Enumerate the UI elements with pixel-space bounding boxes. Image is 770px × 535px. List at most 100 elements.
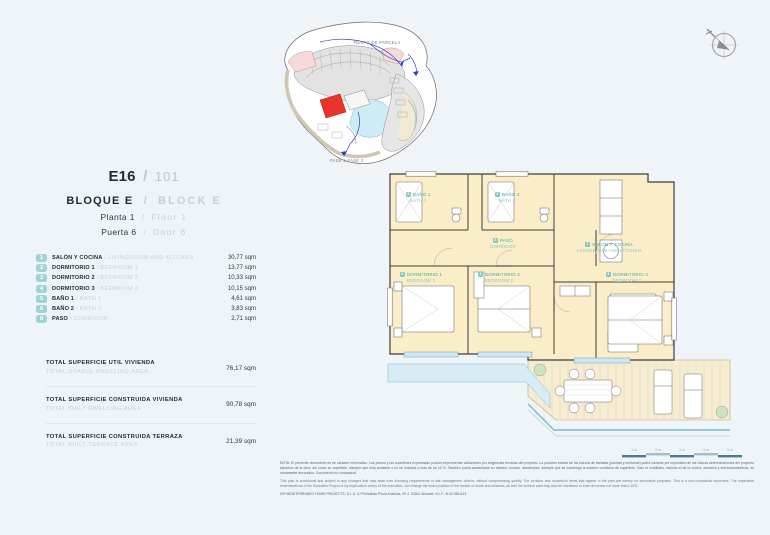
legal-text-en: This plan is provisional and subject to … — [280, 478, 754, 488]
room-separator: / — [76, 295, 78, 302]
room-area: 10,33 sqm — [227, 275, 256, 282]
room-area: 3,83 sqm — [231, 306, 256, 313]
room-separator: / — [96, 275, 99, 282]
plan-tag-es-5: BAÑO 1 — [413, 192, 431, 197]
legal-company-line: DIP MEDITERRANEO HOME PROJECTS, S.L.U. C… — [280, 491, 467, 496]
area-totals-list: TOTAL SUPERFICIE UTIL VIVIENDA TOTAL USAB… — [18, 350, 270, 459]
plan-tag-es-6: BAÑO 2 — [502, 192, 520, 197]
unit-info-panel: E16 / 101 BLOQUE E / BLOCK E Planta 1 / … — [18, 168, 270, 459]
room-badge: 3 — [36, 274, 47, 283]
unit-number: 101 — [154, 169, 180, 184]
floor-label-es: Planta 1 — [100, 212, 135, 222]
graphic-scale-bar: 1 m 2 m 3 m 4 m 5 m — [622, 446, 746, 462]
plan-tag-en-8: CORRIDOR — [490, 243, 516, 249]
plan-tag-en-1: LIVINGROOM AND KITCHEN — [576, 247, 642, 253]
unit-title: E16 / 101 — [18, 168, 270, 185]
room-badge: 5 — [36, 294, 47, 303]
plan-tag-badge-3: 3 — [478, 272, 483, 277]
total-label-en: TOTAL BUILT DWELLING AREA — [46, 405, 142, 412]
svg-text:5 m: 5 m — [727, 448, 733, 452]
block-line: BLOQUE E / BLOCK E — [18, 195, 270, 207]
room-badge: 8 — [36, 315, 47, 324]
plan-tag-en-4: BEDROOM 3 — [612, 277, 642, 283]
svg-text:3 m: 3 m — [679, 448, 685, 452]
total-label-es: TOTAL SUPERFICIE CONSTRUIDA TERRAZA — [46, 433, 183, 440]
total-label-en: TOTAL BUILT TERRACE AREA — [46, 442, 139, 449]
room-badge: 2 — [36, 264, 47, 273]
plan-tag-en-2: BEDROOM 1 — [406, 277, 436, 283]
plan-tag-es-4: DORMITORIO 3 — [613, 272, 649, 277]
site-plan-fase-label: FASE 1 FASE 2 — [330, 158, 364, 163]
room-name-en: BEDROOM 3 — [100, 285, 139, 292]
svg-text:1 m: 1 m — [631, 448, 637, 452]
room-name-es: DORMITORIO 1 — [52, 265, 95, 272]
svg-text:2 m: 2 m — [655, 448, 661, 452]
plan-tag-es-1: SALÓN Y COCINA — [592, 242, 633, 247]
room-badge: 6 — [36, 305, 47, 314]
room-name-es: PASO — [52, 316, 69, 323]
plan-tag-badge-5: 5 — [406, 192, 411, 197]
plan-tag-badge-6: 6 — [495, 192, 500, 197]
plan-tag-en-5: BATH 1 — [410, 197, 427, 203]
total-label-en: TOTAL USABLE DWELLING AREA — [46, 369, 149, 375]
total-labels: TOTAL SUPERFICIE UTIL VIVIENDA TOTAL USAB… — [46, 359, 204, 377]
room-name-en: BATH 1 — [79, 295, 102, 302]
room-name-en: BEDROOM 2 — [100, 275, 139, 282]
total-row: TOTAL SUPERFICIE CONSTRUIDA TERRAZA TOTAL… — [46, 422, 256, 460]
total-labels: TOTAL SUPERFICIE CONSTRUIDA VIVIENDA TOTA… — [46, 396, 204, 414]
total-row: TOTAL SUPERFICIE CONSTRUIDA VIVIENDA TOTA… — [46, 385, 256, 423]
north-arrow-compass-icon — [700, 22, 744, 66]
plan-tag-es-8: PASO — [500, 238, 513, 243]
plan-tag-badge-2: 2 — [400, 272, 405, 277]
room-badge: 1 — [36, 254, 47, 263]
total-value: 90,78 sqm — [226, 401, 256, 409]
block-label-en: BLOCK E — [158, 195, 222, 207]
floor-line: Planta 1 / Floor 1 — [18, 212, 270, 222]
total-labels: TOTAL SUPERFICIE CONSTRUIDA TERRAZA TOTAL… — [46, 433, 204, 451]
plan-tag-es-2: DORMITORIO 1 — [407, 272, 443, 277]
legal-text-es: NOTA: El presente documento es de caráct… — [280, 461, 754, 476]
total-row: TOTAL SUPERFICIE UTIL VIVIENDA TOTAL USAB… — [46, 350, 256, 386]
svg-text:4 m: 4 m — [703, 448, 709, 452]
room-area: 13,77 sqm — [227, 265, 256, 272]
unit-code: E16 — [108, 168, 136, 185]
room-row: 3 DORMITORIO 2/BEDROOM 2 10,33 sqm — [36, 273, 256, 283]
room-name-es: DORMITORIO 2 — [52, 275, 95, 282]
total-value: 21,39 sqm — [226, 437, 256, 445]
total-label-es: TOTAL SUPERFICIE CONSTRUIDA VIVIENDA — [46, 396, 183, 403]
room-name-en: CORRIDOR — [73, 316, 109, 323]
room-separator: / — [96, 265, 99, 272]
room-separator: / — [76, 306, 78, 313]
plan-tag-badge-4: 4 — [606, 272, 611, 277]
plan-tag-es-3: DORMITORIO 2 — [485, 272, 521, 277]
room-area: 2,71 sqm — [231, 316, 256, 323]
floor-label-en: Floor 1 — [151, 212, 188, 222]
door-label-es: Puerta 6 — [101, 227, 137, 237]
room-area: 10,15 sqm — [227, 285, 256, 292]
legal-disclaimer: NOTA: El presente documento es de caráct… — [280, 461, 754, 497]
room-name-en: LIVINGROOM AND KITCHEN — [107, 255, 194, 262]
total-value: 76,17 sqm — [226, 364, 256, 372]
door-line: Puerta 6 / Door 6 — [18, 227, 270, 237]
block-separator: / — [143, 195, 148, 207]
block-label-es: BLOQUE E — [66, 195, 134, 207]
total-label-es: TOTAL SUPERFICIE UTIL VIVIENDA — [46, 360, 155, 367]
room-name-es: BAÑO 1 — [52, 295, 75, 302]
unit-title-separator: / — [143, 168, 148, 185]
plan-tag-badge-8: 8 — [493, 238, 499, 243]
room-separator: / — [96, 285, 99, 292]
room-name-es: BAÑO 2 — [52, 306, 75, 313]
